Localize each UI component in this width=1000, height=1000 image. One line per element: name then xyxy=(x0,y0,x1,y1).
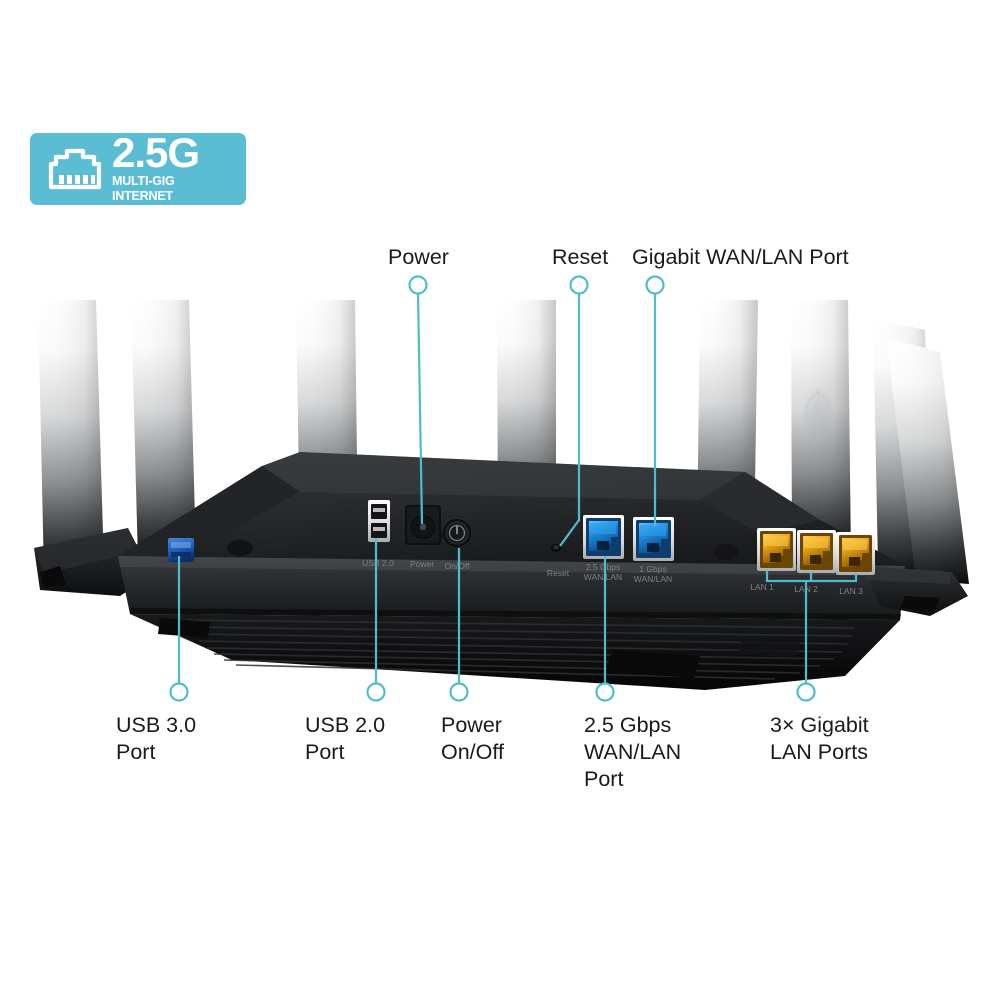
router-rear-panel xyxy=(118,556,905,620)
callout-label-power-on-off: Power On/Off xyxy=(441,713,504,764)
router-left-wing xyxy=(34,528,152,596)
callout-label-gigabit-wan-lan-port: Gigabit WAN/LAN Port xyxy=(632,245,849,269)
port-wan-1gbps[interactable] xyxy=(633,517,674,561)
antenna-8 xyxy=(886,338,969,584)
button-reset[interactable] xyxy=(551,544,561,552)
port-usb-3-0[interactable] xyxy=(168,538,194,562)
silkscreen-reset: Reset xyxy=(547,568,570,578)
port-lan-1[interactable] xyxy=(757,528,796,571)
silkscreen-on-off: On/Off xyxy=(445,561,471,571)
callout-label-3x-gigabit-lan-ports: 3× Gigabit LAN Ports xyxy=(770,713,869,764)
multi-gig-badge: 2.5G MULTI-GIG INTERNET xyxy=(30,129,246,205)
antenna-1 xyxy=(38,300,104,576)
silkscreen-wan-2-5g-l2: WAN/LAN xyxy=(584,572,622,582)
silkscreen-wan-1g-l1: 1 Gbps xyxy=(639,564,666,574)
callout-label-usb-3-0-port: USB 3.0 Port xyxy=(116,713,197,764)
callout-label-reset: Reset xyxy=(552,245,609,269)
router-right-wing xyxy=(862,566,968,616)
port-lan-3[interactable] xyxy=(836,532,875,575)
antenna-6 xyxy=(791,300,851,560)
rj45-port-icon xyxy=(48,148,102,190)
silkscreen-power: Power xyxy=(410,559,434,569)
silkscreen-lan-1: LAN 1 xyxy=(750,582,774,592)
port-usb-2-0[interactable] xyxy=(368,500,390,542)
silkscreen-usb-2-0: USB 2.0 xyxy=(362,558,394,568)
silkscreen-lan-3: LAN 3 xyxy=(839,586,863,596)
button-power-on-off[interactable] xyxy=(443,519,471,547)
callout-label-usb-2-0-port: USB 2.0 Port xyxy=(305,713,386,764)
port-power-jack[interactable] xyxy=(405,505,441,545)
tp-link-logo xyxy=(802,387,834,440)
callout-label-2-5-gbps-wan-lan-port: 2.5 Gbps WAN/LAN Port xyxy=(584,713,682,791)
antenna-2 xyxy=(131,300,196,562)
port-wan-2-5gbps[interactable] xyxy=(583,515,624,559)
badge-title: 2.5G xyxy=(112,129,200,176)
silkscreen-wan-2-5g-l1: 2.5 Gbps xyxy=(586,562,621,572)
router-vent-underside xyxy=(130,614,900,690)
callout-label-power: Power xyxy=(388,245,449,269)
badge-subtitle: MULTI-GIG INTERNET xyxy=(112,174,175,203)
silkscreen-wan-1g-l2: WAN/LAN xyxy=(634,574,672,584)
silkscreen-lan-2: LAN 2 xyxy=(794,584,818,594)
port-lan-2[interactable] xyxy=(797,530,836,573)
